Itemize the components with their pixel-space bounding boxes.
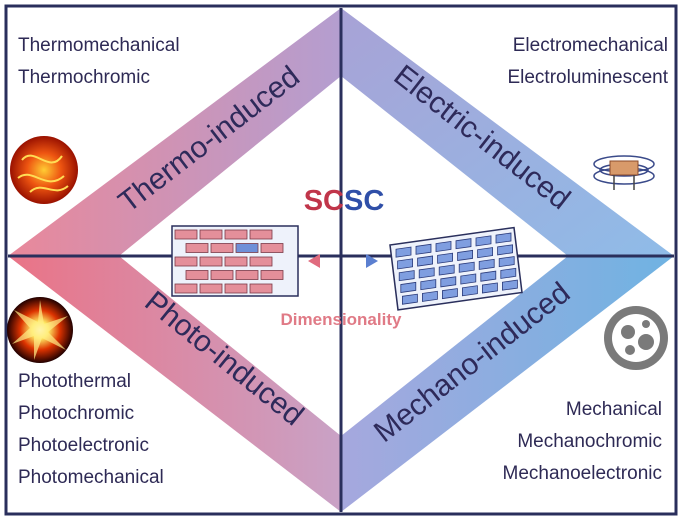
tile-cell: [462, 285, 478, 297]
brick-cell: [199, 283, 223, 294]
electric-property: Electroluminescent: [507, 67, 668, 88]
tile-cell: [458, 261, 475, 273]
electric-property: Electromechanical: [512, 35, 668, 56]
brick-cell: [260, 270, 284, 280]
brick-cell: [174, 283, 198, 294]
brick-cell: [224, 256, 248, 267]
mechano-property: Mechanoelectronic: [502, 463, 662, 484]
photo-property: Photochromic: [18, 403, 135, 424]
tile-grid: [395, 232, 518, 305]
center-title-part2: SC: [344, 185, 384, 217]
brick-cell: [210, 270, 234, 280]
tile-cell: [498, 256, 515, 268]
thermo-properties-list: Thermomechanical Thermochromic: [18, 30, 180, 94]
brick-cell: [224, 229, 248, 240]
tile-cell: [422, 290, 438, 302]
tile-cell: [440, 276, 457, 288]
mechano-property: Mechanical: [565, 399, 662, 420]
brick-lattice-left: [171, 225, 299, 297]
brick-cell: [235, 270, 259, 280]
tile-cell: [398, 270, 415, 282]
thermo-property: Thermomechanical: [18, 35, 180, 56]
tile-cell: [478, 258, 495, 270]
photo-properties-list: Photothermal Photochromic Photoelectroni…: [18, 366, 164, 494]
photo-property: Photoelectronic: [18, 435, 149, 456]
brick-cell: [249, 283, 273, 294]
tile-cell: [442, 288, 458, 300]
photo-band: [8, 256, 341, 512]
center-title: SCSC: [304, 185, 385, 217]
brick-cell: [199, 256, 223, 267]
brick-cell: [260, 243, 284, 253]
tile-cell: [500, 267, 517, 279]
transformation-arrow: [308, 254, 378, 268]
tile-cell: [502, 279, 518, 291]
tile-cell: [460, 273, 477, 285]
tile-cell: [395, 246, 412, 258]
tile-cell: [401, 293, 418, 305]
brick-cell: [249, 229, 273, 240]
tile-cell: [415, 243, 432, 255]
photo-property: Photothermal: [18, 371, 132, 392]
light-burst-icon: [7, 297, 73, 363]
thermo-band: [8, 8, 341, 256]
tile-cell: [475, 235, 492, 247]
tile-cell: [438, 264, 455, 276]
tile-cell: [495, 232, 512, 244]
tile-cell: [455, 238, 472, 250]
thermo-property: Thermochromic: [18, 67, 150, 88]
tile-cell: [457, 249, 473, 261]
tile-cell: [482, 282, 498, 294]
brick-cell: [199, 229, 223, 240]
tile-cell: [497, 244, 513, 256]
mechano-property: Mechanochromic: [517, 431, 662, 452]
fire-texture-icon: [10, 136, 78, 204]
brick-cell: [185, 243, 209, 253]
tile-cell: [477, 247, 493, 259]
electric-coil-icon: [593, 155, 655, 190]
brick-rows: [174, 229, 284, 294]
photo-property: Photomechanical: [18, 467, 164, 488]
brick-cell: [174, 256, 198, 267]
tile-cell: [418, 267, 435, 279]
brick-cell: [224, 283, 248, 294]
brick-cell: [174, 229, 198, 240]
brick-cell: [249, 256, 273, 267]
tile-cell: [480, 270, 497, 282]
gear-ring-icon: [604, 306, 668, 370]
dimensionality-label: Dimensionality: [281, 310, 402, 329]
tile-cell: [420, 279, 437, 291]
electric-properties-list: Electromechanical Electroluminescent: [507, 30, 668, 94]
tile-cell: [417, 255, 434, 267]
tile-cell: [437, 252, 453, 264]
mechano-band: [341, 256, 674, 512]
brick-cell: [235, 243, 259, 253]
tile-cell: [397, 258, 413, 270]
brick-cell: [185, 270, 209, 280]
brick-cell: [210, 243, 234, 253]
mechano-properties-list: Mechanical Mechanochromic Mechanoelectro…: [503, 394, 662, 490]
brick-lattice-right: [389, 226, 523, 311]
tile-cell: [435, 240, 452, 252]
tile-cell: [400, 281, 417, 293]
center-title-part1: SC: [304, 185, 344, 217]
electric-band: [341, 8, 674, 256]
